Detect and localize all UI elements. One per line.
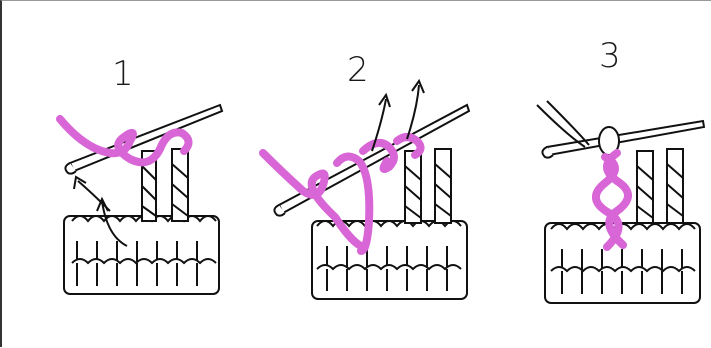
fabric-swatch [545,223,700,303]
step-1-illustration [42,1,252,348]
step-2: 2 [257,1,477,348]
fabric-swatch [312,221,467,299]
step-3: 3 [527,1,711,348]
step-1: 1 [42,1,252,348]
step-2-illustration [257,1,477,348]
tall-stitches [637,149,683,223]
tall-stitches [405,149,451,223]
step-3-illustration [527,1,711,348]
fabric-swatch [64,216,219,294]
